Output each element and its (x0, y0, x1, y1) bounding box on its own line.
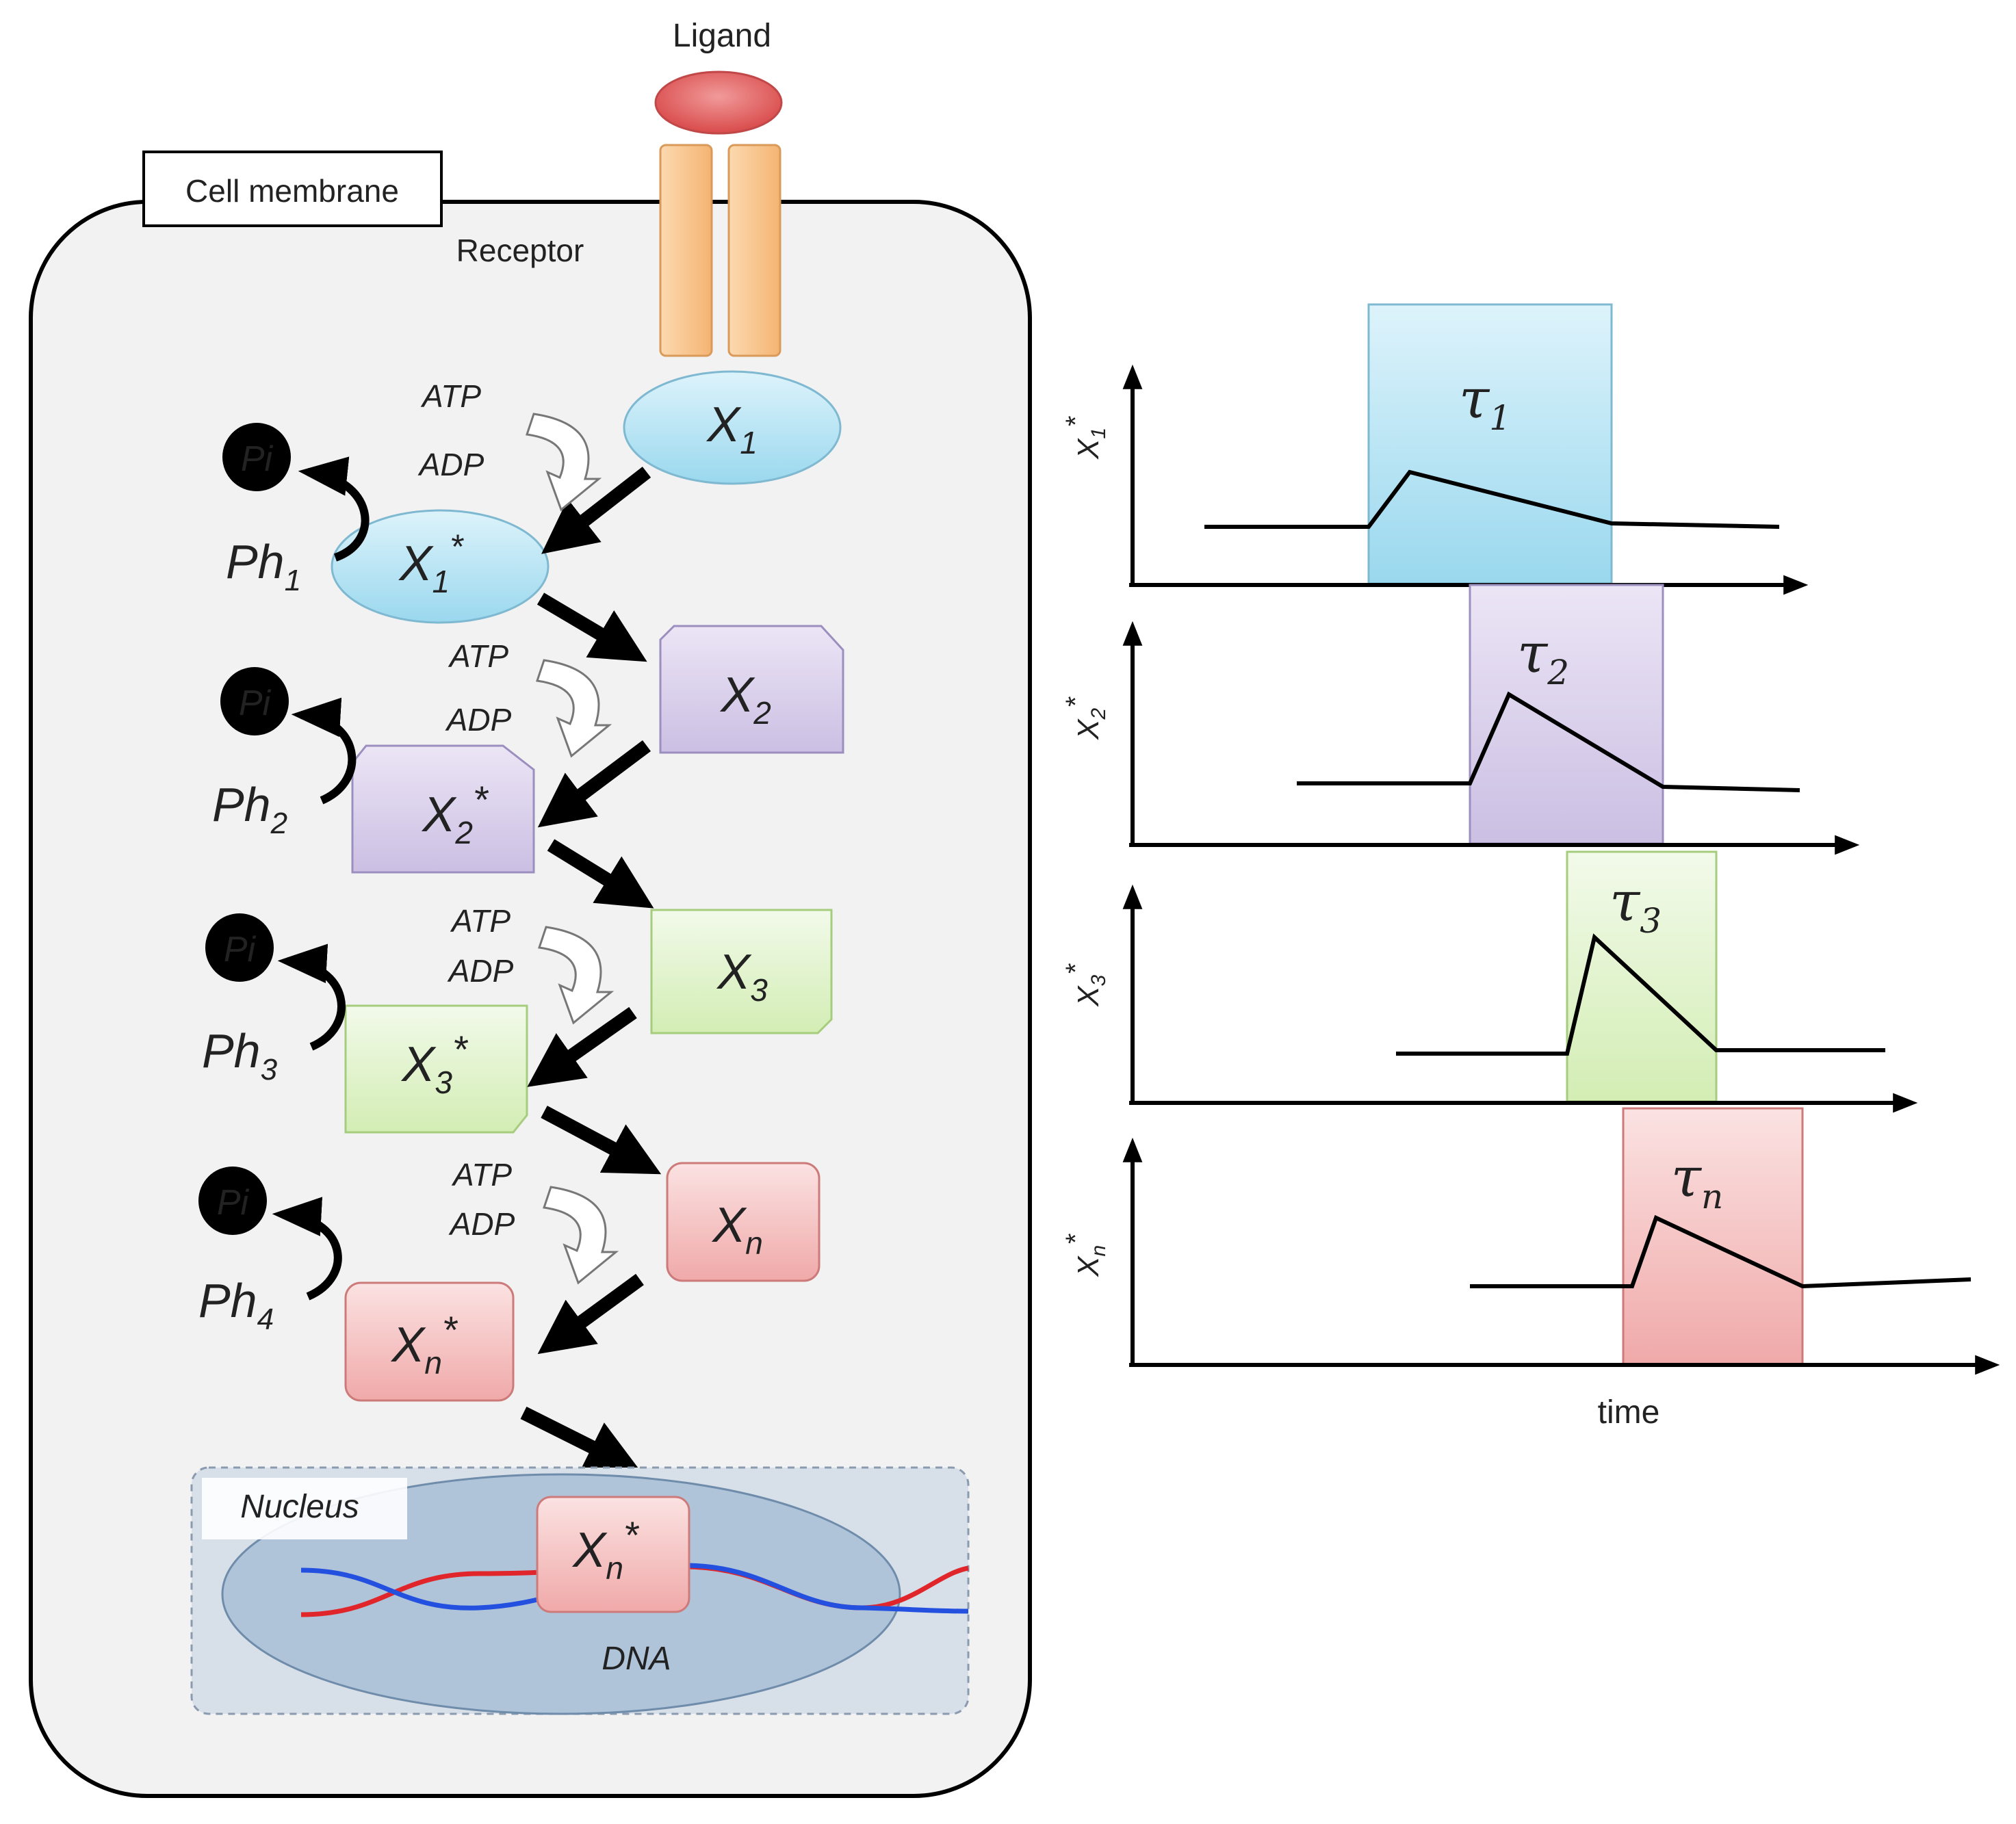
x2-node: X2 (659, 625, 844, 754)
ligand-label: Ligand (673, 18, 771, 54)
adp-label-1: ADP (417, 447, 484, 482)
cell-membrane-label: Cell membrane (185, 173, 399, 209)
plot-2-tau-label: τ2 (1517, 621, 1569, 692)
atp-label-1: ATP (420, 378, 481, 414)
phosphatase-arrow-2 (291, 697, 357, 805)
plot-1-tau-label: τ1 (1459, 367, 1511, 438)
svg-text:Pi: Pi (224, 930, 257, 969)
atp-adp-arrow-4 (543, 1186, 619, 1285)
atp-adp-arrows (526, 413, 619, 1285)
cascade-arrows (520, 467, 662, 1472)
svg-text:X1: X1 (706, 398, 758, 460)
x1-node: X1 (623, 370, 842, 485)
svg-text:Pi: Pi (239, 683, 272, 723)
phosphatase-arrow-1 (298, 456, 370, 562)
arrow-x3active-to-xn (541, 1106, 662, 1175)
svg-text:X2*: X2* (421, 778, 489, 850)
atp-adp-arrow-3 (538, 926, 615, 1025)
plot-3: τ3 X3* (1061, 850, 1918, 1113)
plot-2-trace (1297, 691, 1800, 792)
atp-adp-arrow-1 (526, 413, 602, 512)
cofactor-labels: ATP ADP ATP ADP ATP ADP ATP ADP (417, 378, 515, 1242)
tau-window-n (1622, 1107, 1804, 1366)
plot-1-trace (1204, 469, 1780, 529)
plot-n-tau-label: τn (1671, 1145, 1723, 1216)
adp-label-2: ADP (445, 702, 512, 738)
arrow-x3-to-x3active (527, 1006, 637, 1087)
pi-circle-3 (205, 913, 274, 982)
plot-1-y-label: X1* (1061, 416, 1110, 460)
x3-node: X3 (650, 909, 833, 1034)
svg-text:Xn*: Xn* (390, 1308, 458, 1381)
plot-n-y-label: Xn* (1061, 1234, 1110, 1277)
plot-3-tau-label: τ3 (1610, 870, 1662, 941)
atp-label-3: ATP (450, 903, 511, 939)
adp-label-4: ADP (448, 1206, 515, 1242)
pi-circle-2 (220, 667, 289, 735)
x3-active-node: X3* (344, 1004, 528, 1134)
cell (29, 200, 1032, 1798)
time-axis-label: time (1598, 1394, 1660, 1431)
adp-label-3: ADP (447, 953, 514, 989)
atp-adp-arrow-2 (536, 659, 612, 758)
nucleus: Nucleus DNA Xn* (190, 1466, 970, 1715)
svg-text:Pi: Pi (217, 1183, 250, 1223)
ph-label-4: Ph4 (198, 1274, 274, 1336)
plot-n: τn Xn* (1061, 1107, 2000, 1375)
pi-circle-1 (222, 423, 291, 491)
nucleus-label: Nucleus (240, 1489, 359, 1525)
receptor-right (727, 144, 781, 357)
atp-label-4: ATP (451, 1157, 512, 1193)
ligand (654, 70, 783, 135)
x1-active-node: X1* (331, 509, 550, 624)
plot-3-trace (1396, 933, 1885, 1056)
plot-3-y-label: X3* (1061, 963, 1110, 1007)
tau-window-1 (1367, 303, 1613, 585)
svg-text:X3: X3 (716, 945, 768, 1008)
plot-2-y-label: X2* (1061, 696, 1110, 740)
atp-label-2: ATP (448, 638, 508, 674)
arrow-xnactive-to-nucleus (520, 1407, 641, 1472)
plot-1: τ1 X1* (1061, 303, 1809, 595)
phosphatase-group-4: Pi Ph4 (198, 1167, 342, 1336)
receptor-label: Receptor (456, 233, 584, 268)
arrow-x2-to-x2active (537, 740, 651, 828)
xn-nuclear-node: Xn* (536, 1496, 690, 1613)
arrow-x1active-to-x2 (537, 592, 647, 662)
svg-text:Xn*: Xn* (571, 1513, 640, 1586)
ph-label-2: Ph2 (212, 778, 287, 840)
svg-text:X1*: X1* (398, 527, 464, 599)
dna-label: DNA (602, 1641, 671, 1677)
xn-active-node: Xn* (344, 1281, 515, 1402)
receptor-left (659, 144, 713, 357)
plot-2: τ2 X2* (1061, 584, 1860, 855)
phosphatase-arrow-3 (277, 943, 346, 1051)
svg-text:Xn: Xn (711, 1198, 763, 1261)
cell-membrane-label-box: Cell membrane (142, 151, 443, 227)
tau-window-3 (1566, 850, 1718, 1103)
arrow-x1-to-x1active (541, 467, 651, 554)
svg-text:X3*: X3* (400, 1028, 469, 1100)
ph-label-3: Ph3 (202, 1024, 278, 1086)
phosphatase-arrow-4 (272, 1197, 342, 1301)
svg-text:Pi: Pi (241, 439, 274, 479)
pi-circle-4 (198, 1167, 267, 1235)
cell-body (29, 200, 1032, 1798)
phosphatase-group-1: Pi Ph1 (222, 423, 370, 597)
x2-active-node: X2* (351, 744, 535, 874)
phosphatase-group-2: Pi Ph2 (212, 667, 357, 840)
ph-label-1: Ph1 (226, 535, 301, 597)
plot-n-trace (1470, 1214, 1972, 1289)
arrow-x2active-to-x3 (547, 839, 654, 909)
svg-text:X2: X2 (719, 668, 771, 731)
arrow-xn-to-xnactive (537, 1273, 644, 1355)
phosphatase-group-3: Pi Ph3 (202, 913, 346, 1086)
xn-node: Xn (666, 1162, 820, 1282)
